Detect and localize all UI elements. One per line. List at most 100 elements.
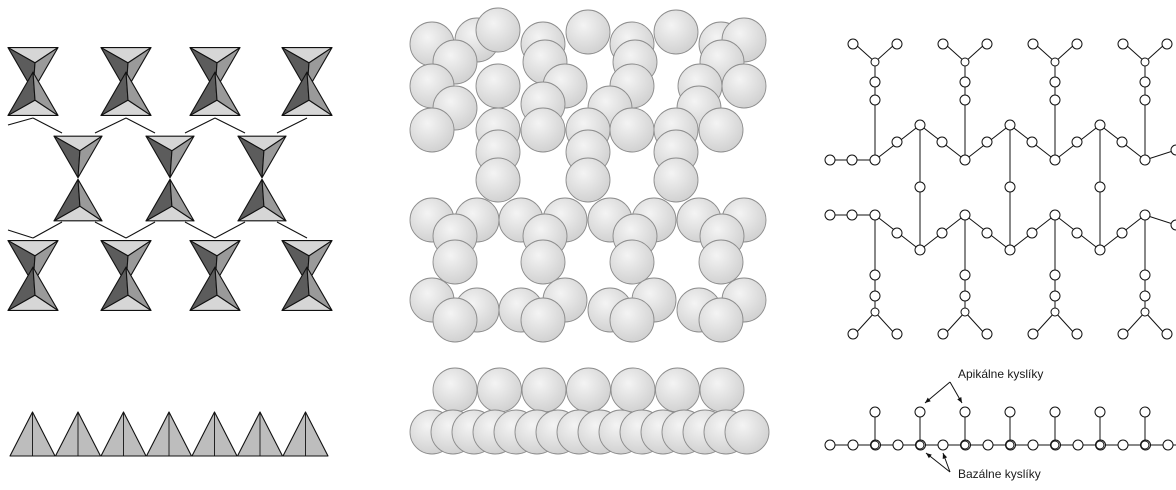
oxygen-sphere (654, 10, 698, 54)
oxygen-atom (1141, 308, 1149, 316)
polyhedral-sheet-side-view (10, 412, 328, 456)
oxygen-sphere (699, 240, 743, 284)
oxygen-atom (960, 270, 970, 280)
oxygen-atom (1095, 120, 1105, 130)
oxygen-atom (1140, 270, 1150, 280)
tetrahedron-edge (215, 118, 245, 133)
apical-oxygen-sphere (656, 368, 700, 412)
oxygen-atom (870, 210, 880, 220)
oxygen-atom (1140, 155, 1150, 165)
tetrahedron-edge (215, 222, 245, 238)
oxygen-atom (1005, 245, 1015, 255)
oxygen-sphere (699, 108, 743, 152)
apical-oxygen-sphere (567, 368, 611, 412)
tetrahedron-edge (185, 222, 215, 238)
oxygen-atom (1028, 329, 1038, 339)
oxygen-atom (870, 270, 880, 280)
oxygen-sphere (521, 240, 565, 284)
oxygen-atom (960, 77, 970, 87)
oxygen-atom (1140, 291, 1150, 301)
oxygen-atom (871, 308, 879, 316)
oxygen-atom (938, 329, 948, 339)
oxygen-atom (982, 137, 992, 147)
apical-oxygens-label: Apikálne kyslíky (958, 367, 1043, 381)
oxygen-atom (1051, 308, 1059, 316)
oxygen-atom (1051, 58, 1059, 66)
oxygen-atom (960, 155, 970, 165)
basal-oxygen-sphere (725, 410, 769, 454)
oxygen-atom (961, 308, 969, 316)
oxygen-atom (960, 407, 970, 417)
apical-oxygen-sphere (611, 368, 655, 412)
oxygen-sphere (410, 108, 454, 152)
oxygen-atom (1118, 440, 1128, 450)
apical-oxygen-sphere (700, 368, 744, 412)
oxygen-atom (960, 210, 970, 220)
oxygen-atom (1027, 228, 1037, 238)
ball-and-stick-sheet-top-view (825, 39, 1176, 339)
oxygen-atom (1027, 137, 1037, 147)
oxygen-atom (1005, 407, 1015, 417)
oxygen-atom (1140, 77, 1150, 87)
oxygen-atom (1171, 145, 1176, 155)
oxygen-atom (1140, 210, 1150, 220)
oxygen-atom (848, 39, 858, 49)
oxygen-atom (1050, 155, 1060, 165)
oxygen-atom (870, 95, 880, 105)
oxygen-atom (871, 441, 879, 449)
oxygen-atom (1050, 210, 1060, 220)
oxygen-atom (1140, 95, 1150, 105)
apical-oxygen-sphere (433, 368, 477, 412)
oxygen-sphere (476, 8, 520, 52)
oxygen-atom (1117, 137, 1127, 147)
oxygen-atom (915, 407, 925, 417)
polyhedral-sheet-top-view (8, 48, 332, 311)
oxygen-atom (1117, 228, 1127, 238)
oxygen-atom (1072, 137, 1082, 147)
oxygen-atom (1171, 220, 1176, 230)
oxygen-atom (1118, 39, 1128, 49)
oxygen-atom (1118, 329, 1128, 339)
oxygen-atom (915, 120, 925, 130)
oxygen-atom (893, 440, 903, 450)
oxygen-annotations: Apikálne kyslíky Bazálne kyslíky (958, 367, 1043, 481)
space-filling-sheet-top-view (410, 8, 766, 342)
oxygen-atom (1095, 407, 1105, 417)
oxygen-atom (1073, 440, 1083, 450)
tetrahedron-edge (33, 222, 62, 238)
oxygen-sphere (610, 240, 654, 284)
oxygen-atom (1095, 182, 1105, 192)
oxygen-atom (1005, 182, 1015, 192)
oxygen-atom (1028, 440, 1038, 450)
oxygen-atom (1050, 77, 1060, 87)
oxygen-atom (825, 210, 835, 220)
oxygen-sphere (699, 298, 743, 342)
oxygen-atom (892, 39, 902, 49)
oxygen-atom (937, 137, 947, 147)
oxygen-atom (1141, 441, 1149, 449)
apical-oxygen-sphere (522, 368, 566, 412)
oxygen-atom (1095, 245, 1105, 255)
oxygen-atom (960, 291, 970, 301)
oxygen-atom (982, 228, 992, 238)
oxygen-atom (961, 441, 969, 449)
tetrahedron-edge (126, 222, 155, 238)
oxygen-atom (1072, 329, 1082, 339)
oxygen-atom (983, 440, 993, 450)
oxygen-atom (870, 291, 880, 301)
oxygen-atom (1050, 270, 1060, 280)
oxygen-atom (847, 155, 857, 165)
oxygen-atom (961, 58, 969, 66)
oxygen-atom (870, 77, 880, 87)
tetrahedron-edge (33, 118, 62, 133)
oxygen-atom (1072, 39, 1082, 49)
oxygen-atom (1141, 58, 1149, 66)
oxygen-sphere (476, 158, 520, 202)
oxygen-atom (1162, 329, 1172, 339)
oxygen-atom (1050, 291, 1060, 301)
oxygen-atom (1162, 39, 1172, 49)
oxygen-sphere (610, 298, 654, 342)
oxygen-atom (982, 329, 992, 339)
oxygen-atom (892, 137, 902, 147)
